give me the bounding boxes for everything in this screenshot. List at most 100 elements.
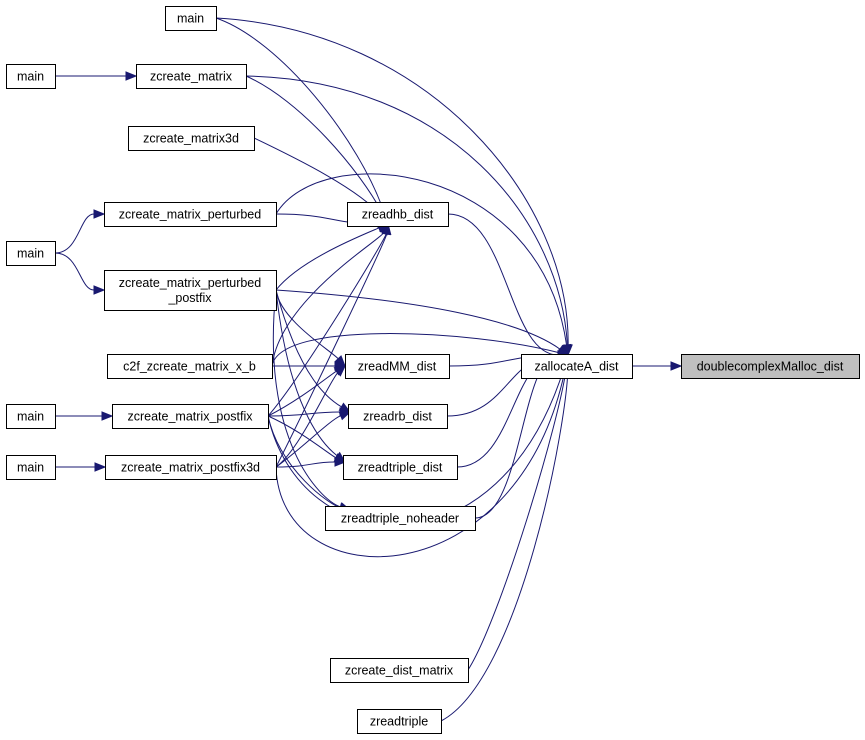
node-box [104,270,277,311]
node-box [107,354,273,379]
node-label: _postfix [167,291,212,305]
node-box [165,6,217,31]
edge-line [467,364,568,671]
edge-arrowhead [93,209,106,219]
edge-line [245,75,568,346]
node-zcreate-matrix3d[interactable]: zcreate_matrix3d [128,126,255,151]
edge-arrowhead [101,411,114,421]
node-zcreate-matrix-perturbed[interactable]: zcreate_matrix_perturbed [104,202,277,227]
node-box [347,202,449,227]
node-c2f-zcreate-matrix-x-b[interactable]: c2f_zcreate_matrix_x_b [107,354,273,379]
edge-line [275,415,341,468]
edge-arrowhead [125,71,138,81]
node-box [136,64,247,89]
node-label: zreadtriple_dist [358,461,443,475]
node-main-2[interactable]: main [6,64,56,89]
node-box [112,404,269,429]
edge-arrowhead [93,285,106,295]
node-zreadtriple-noheader[interactable]: zreadtriple_noheader [325,506,476,531]
edge-line [447,213,559,356]
node-label: zcreate_matrix_postfix3d [121,461,260,475]
edge-line [275,173,568,346]
node-label: main [17,70,44,84]
node-zreadhb-dist[interactable]: zreadhb_dist [347,202,449,227]
edge-line [275,233,388,468]
edge-line [275,289,561,350]
node-label: main [177,12,204,26]
node-zallocatea-dist[interactable]: zallocateA_dist [521,354,633,379]
edge-line [245,75,384,216]
node-zreadtriple-dist[interactable]: zreadtriple_dist [343,455,458,480]
edge-arrowhead [381,222,392,236]
node-box [6,241,56,266]
node-label: zallocateA_dist [534,360,619,374]
call-edge-main-1-to-zreadhb-dist [215,17,390,226]
call-edge-c2f-zcreate-matrix-x-b-to-zreadmm-dist [272,361,347,371]
node-box [105,455,277,480]
call-nodes: doublecomplexMalloc_distzallocateA_distz… [6,6,860,734]
node-zreadrb-dist[interactable]: zreadrb_dist [348,404,448,429]
node-label: zcreate_dist_matrix [345,664,454,678]
call-edge-c2f-zcreate-matrix-x-b-to-zreadhb-dist [271,222,389,367]
node-label: zreadMM_dist [358,360,437,374]
call-edge-main-5-to-zcreate-matrix-postfix3d [54,462,107,472]
node-zcreate-matrix-postfix3d[interactable]: zcreate_matrix_postfix3d [105,455,277,480]
node-box [6,64,56,89]
node-label: zcreate_matrix [150,70,233,84]
edge-line [267,411,341,417]
edge-line [271,232,384,367]
node-box [348,404,448,429]
edge-line [275,289,342,408]
call-edge-zcreate-matrix-postfix3d-to-zreadmm-dist [275,365,346,468]
node-label: main [17,247,44,261]
call-edge-zcreate-matrix-perturbed-postfix-to-zreadrb-dist [275,289,352,413]
edge-arrowhead [338,411,352,421]
call-edge-zcreate-matrix-postfix-to-zreadtriple-dist [267,415,347,463]
edge-line [215,17,386,215]
call-edge-main-3-to-zcreate-matrix-perturbed [54,209,106,254]
call-edge-main-3-to-zcreate-matrix-perturbed-postfix [54,252,106,295]
edge-line [267,415,337,459]
edge-arrowhead [94,462,107,472]
edge-line [54,213,95,254]
call-edge-zcreate-matrix-postfix3d-to-zreadrb-dist [275,411,352,468]
edge-line [474,354,559,519]
node-main-4[interactable]: main [6,404,56,429]
node-label: zcreate_matrix_postfix [127,410,253,424]
call-edge-zcreate-matrix-postfix-to-zreadmm-dist [267,365,347,417]
node-label: c2f_zcreate_matrix_x_b [123,360,256,374]
node-label: doublecomplexMalloc_dist [697,360,844,374]
node-label: zcreate_matrix3d [143,132,239,146]
node-box [325,506,476,531]
call-edge-zcreate-matrix-postfix-to-zallocatea-dist [267,353,570,526]
node-label: main [17,461,44,475]
node-zcreate-matrix[interactable]: zcreate_matrix [136,64,247,89]
node-label: zreadtriple_noheader [341,512,459,526]
node-box [104,202,277,227]
node-zcreate-matrix-postfix[interactable]: zcreate_matrix_postfix [112,404,269,429]
edge-line [440,364,569,722]
node-box [128,126,255,151]
node-box [330,658,469,683]
edge-line [267,370,337,417]
node-box [345,354,450,379]
node-box [6,455,56,480]
node-zcreate-matrix-perturbed-postfix[interactable]: zcreate_matrix_perturbed_postfix [104,270,277,311]
node-zcreate-dist-matrix[interactable]: zcreate_dist_matrix [330,658,469,683]
node-label: zreadtriple [370,715,428,729]
node-main-1[interactable]: main [165,6,217,31]
node-main-3[interactable]: main [6,241,56,266]
call-edge-zcreate-matrix-perturbed-postfix-to-zreadtriple-noheader [272,289,352,512]
edge-line [267,415,341,509]
edge-line [215,17,569,346]
call-edge-main-2-to-zcreate-matrix [54,71,138,81]
node-label: zcreate_matrix_perturbed [119,276,261,290]
edge-line [267,233,387,417]
node-zreadmm-dist[interactable]: zreadMM_dist [345,354,450,379]
node-main-5[interactable]: main [6,455,56,480]
node-doublecomplexmalloc-dist[interactable]: doublecomplexMalloc_dist [681,354,860,379]
node-label: zreadrb_dist [363,410,432,424]
node-zreadtriple[interactable]: zreadtriple [357,709,442,734]
edge-line [275,289,338,457]
edge-line [275,364,567,558]
